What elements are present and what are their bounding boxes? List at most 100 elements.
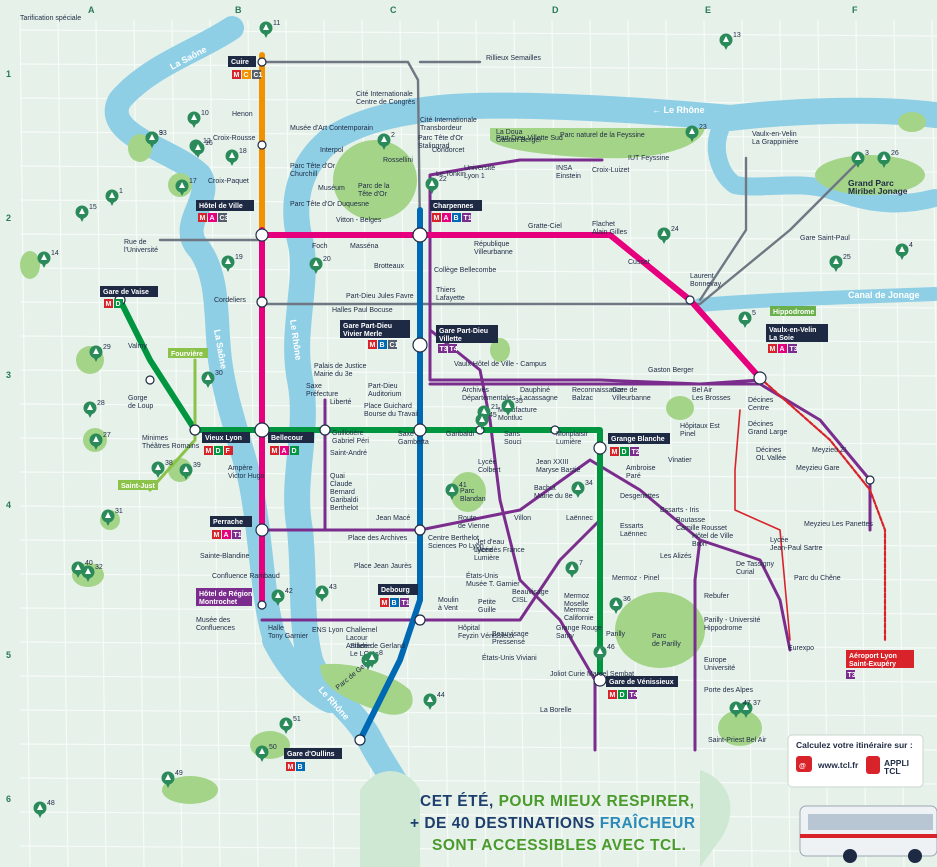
park-pin-icon[interactable]: 15: [75, 204, 97, 222]
station-label[interactable]: Part-Dieu Jules Favre: [346, 293, 414, 300]
park-pin-icon[interactable]: 44: [423, 692, 445, 710]
park-pin-icon[interactable]: 17: [175, 178, 197, 196]
station-label[interactable]: Saint-Priest Bel Air: [708, 737, 767, 744]
station-label[interactable]: Croix-Paquet: [208, 178, 249, 185]
node-monplaisir[interactable]: [550, 425, 560, 435]
station-label[interactable]: Laënnec: [566, 515, 593, 522]
park-pin-icon[interactable]: 2: [377, 132, 396, 150]
park-pin-icon[interactable]: 37: [739, 700, 761, 718]
station-label[interactable]: Masséna: [350, 243, 379, 250]
node-vieux-lyon[interactable]: [189, 424, 201, 436]
park-pin-icon[interactable]: 34: [571, 480, 593, 498]
node-cuire[interactable]: [257, 57, 267, 67]
station-label[interactable]: Musée d'Art Contemporain: [290, 125, 373, 132]
park-pin-icon[interactable]: 8: [365, 650, 384, 668]
station-label[interactable]: Mermoz - Pinel: [612, 575, 660, 582]
park-pin-icon[interactable]: 25: [829, 254, 851, 272]
station-box-vieux-lyon[interactable]: Vieux Lyon: [202, 432, 250, 443]
station-box-debourg[interactable]: Debourg: [378, 584, 418, 595]
station-label[interactable]: Gaston Berger: [648, 367, 694, 374]
web-icon[interactable]: [796, 756, 812, 772]
park-pin-icon[interactable]: 33: [145, 130, 167, 148]
node-bellecour[interactable]: [254, 422, 270, 438]
park-pin-icon[interactable]: 14: [37, 250, 59, 268]
park-pin-icon[interactable]: 30: [201, 370, 223, 388]
park-pin-icon[interactable]: 51: [279, 716, 301, 734]
node-cordeliers[interactable]: [256, 296, 268, 308]
park-pin-icon[interactable]: 36: [609, 596, 631, 614]
park-pin-icon[interactable]: 19: [221, 254, 243, 272]
station-label[interactable]: Garibaldi: [446, 431, 474, 438]
station-box-hotel-de-ville[interactable]: Hôtel de Ville: [196, 200, 254, 211]
station-label[interactable]: Rossellini: [383, 157, 413, 164]
station-label[interactable]: Foch: [312, 243, 328, 250]
park-pin-icon[interactable]: 47: [729, 700, 751, 718]
park-pin-icon[interactable]: 1: [105, 188, 124, 206]
station-box-charpennes[interactable]: Charpennes: [430, 200, 482, 211]
park-pin-icon[interactable]: 45: [475, 412, 497, 430]
station-label[interactable]: Henon: [232, 111, 253, 118]
station-box-fourviere[interactable]: Fourvière: [168, 348, 208, 358]
station-box-gare-oullins[interactable]: Gare d'Oullins: [284, 748, 342, 759]
station-label[interactable]: Meyzieu Les Panettes: [804, 521, 873, 528]
station-label[interactable]: Liberté: [330, 399, 352, 406]
station-label[interactable]: Gare Saint-Paul: [800, 235, 850, 242]
park-pin-icon[interactable]: 24: [657, 226, 679, 244]
node-laurent-bonnevay[interactable]: [685, 295, 695, 305]
station-label[interactable]: Confluence Rambaud: [212, 573, 280, 580]
park-pin-icon[interactable]: 28: [83, 400, 105, 418]
station-label[interactable]: Desgenettes: [620, 493, 660, 500]
station-label[interactable]: Croix-Rousse: [213, 135, 256, 142]
station-label[interactable]: Place des Archives: [348, 535, 408, 542]
station-label[interactable]: Sainte-Blandine: [200, 553, 250, 560]
node-croix-rousse[interactable]: [257, 140, 267, 150]
node-vaulx-soie[interactable]: [753, 371, 767, 385]
station-label[interactable]: ENS Lyon: [312, 627, 343, 634]
station-box-gare-venissieux[interactable]: Gare de Vénissieux: [606, 676, 678, 687]
station-label[interactable]: Vaulx Hôtel de Ville - Campus: [454, 361, 547, 368]
park-pin-icon[interactable]: 32: [81, 564, 103, 582]
phone-icon[interactable]: [866, 756, 880, 774]
park-pin-icon[interactable]: 18: [225, 148, 247, 166]
node-hotel-de-ville[interactable]: [255, 228, 269, 242]
park-pin-icon[interactable]: 4: [895, 242, 914, 260]
park-pin-icon[interactable]: 35: [501, 398, 523, 416]
node-debourg[interactable]: [414, 614, 426, 626]
park-pin-icon[interactable]: 46: [593, 644, 615, 662]
station-label[interactable]: Parc Tête d'Or Duquesne: [290, 201, 369, 208]
park-pin-icon[interactable]: 10: [187, 110, 209, 128]
